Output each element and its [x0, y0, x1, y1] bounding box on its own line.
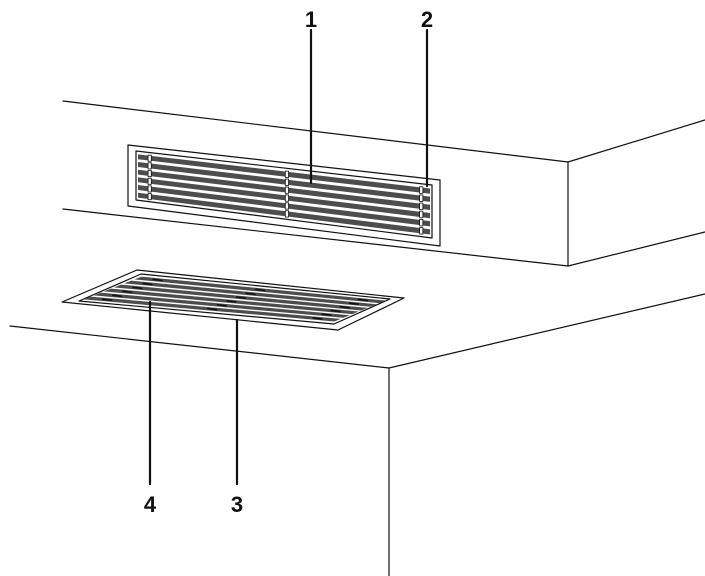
grille-louver-slot — [138, 185, 430, 227]
callout-3: 3 — [231, 492, 243, 517]
ceiling-louver-divider — [348, 302, 359, 306]
grille-link-bar — [284, 186, 289, 194]
ceiling-louver-divider — [357, 298, 369, 302]
ceiling-louver-divider — [255, 288, 266, 292]
grille-louver-slot — [138, 192, 430, 235]
ceiling-louver-divider — [226, 300, 237, 303]
grille-link-bar — [284, 170, 289, 178]
grille-louver-slot — [138, 169, 430, 211]
grille-link-bar — [147, 154, 152, 162]
ceiling-grille-frame-inner — [78, 273, 391, 325]
grille-link-bar — [419, 227, 424, 235]
ceiling-grille-frame-outer — [61, 269, 405, 331]
upper-soffit — [62, 100, 705, 267]
grille-link-bar — [419, 202, 424, 211]
callout-4: 4 — [144, 492, 157, 517]
ceiling-louver-divider — [112, 294, 123, 298]
ceiling-grille — [61, 269, 405, 331]
grille-link-bars — [147, 154, 424, 235]
grille-louver-slot — [138, 154, 430, 194]
ceiling-louver-divider — [132, 286, 143, 290]
ceiling-louver-divider — [312, 316, 323, 320]
wall-grille — [127, 144, 441, 247]
grille-link-bar — [419, 210, 424, 219]
grille-link-bar — [147, 193, 152, 201]
grille-louver-slot — [138, 177, 430, 219]
ceiling-louver-divider — [142, 282, 153, 286]
grille-link-bar — [284, 178, 289, 186]
grille-link-bar — [147, 170, 152, 178]
ceiling-louver-divider — [321, 313, 332, 317]
grille-link-bar — [284, 194, 289, 202]
leader-lines — [148, 28, 429, 486]
grille-link-bar — [284, 202, 289, 210]
ceiling-louver-divider — [102, 298, 113, 302]
lower-ceiling — [9, 293, 705, 576]
grille-link-bar — [147, 185, 152, 193]
grille-louvers — [138, 154, 430, 235]
callout-2: 2 — [421, 7, 433, 32]
ceiling-louver-divider — [207, 307, 218, 311]
ceiling-louver-divider — [339, 305, 350, 309]
ceiling-grille-dividers — [102, 278, 369, 320]
ceiling-louver-divider — [245, 292, 256, 296]
ceiling-louver-divider — [122, 290, 133, 294]
grille-link-bar — [419, 186, 424, 194]
ceiling-louver-divider — [330, 309, 341, 313]
ceiling-louver-divider — [152, 278, 163, 282]
callout-1: 1 — [305, 7, 317, 32]
ceiling-louver-divider — [216, 303, 227, 307]
ceiling-louver-divider — [235, 296, 247, 299]
grille-link-bar — [284, 210, 289, 218]
grille-link-bar — [419, 219, 424, 227]
grille-frame-inner — [135, 150, 433, 239]
grille-louver-slot — [138, 162, 430, 202]
grille-link-bar — [147, 162, 152, 170]
grille-link-bar — [419, 194, 424, 202]
grille-frame-outer — [127, 144, 441, 247]
grille-link-bar — [147, 177, 152, 185]
